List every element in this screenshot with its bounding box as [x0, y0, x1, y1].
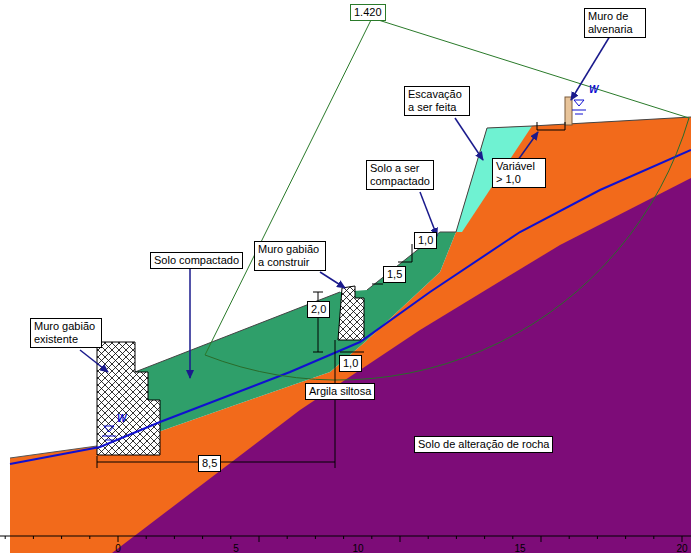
callout-text: 1,0: [418, 234, 433, 247]
callout-text: 8,5: [202, 457, 217, 470]
callout-box: 1.420: [350, 4, 386, 21]
water-symbol: [102, 426, 116, 440]
masonry-wall: [565, 97, 572, 125]
callout-box: 2,0: [307, 301, 330, 318]
callout-box: Solo a ser compactado: [366, 160, 434, 190]
callout-box: Solo de alteração de rocha: [414, 436, 553, 453]
callout-box: 1,0: [414, 232, 437, 249]
callout-text: 1,5: [387, 268, 402, 281]
axis: [0, 536, 691, 542]
callout-box: 1,0: [339, 355, 362, 372]
callout-box: Escavação a ser feita: [404, 86, 470, 116]
callout-text: Solo a ser compactado: [370, 162, 430, 188]
ground-line: [135, 292, 340, 372]
leader-arrows: [80, 36, 610, 378]
callout-box: Argila siltosa: [305, 383, 375, 400]
slip-circle: [205, 118, 689, 380]
callout-text: Argila siltosa: [309, 385, 371, 398]
gabion-new: [338, 286, 364, 340]
callout-text: Escavação a ser feita: [408, 88, 466, 114]
gabion-existing: [97, 342, 160, 455]
callout-box: Muro gabião existente: [30, 318, 102, 348]
clay-layer: [10, 117, 691, 553]
callout-text: 2,0: [311, 303, 326, 316]
callout-text: Muro de alvenaria: [588, 10, 642, 36]
callout-text: 1.420: [354, 6, 382, 19]
ground-line: [367, 117, 691, 290]
weathered-rock: [112, 178, 691, 553]
water-mark: W: [117, 413, 126, 424]
axis-number: 10: [352, 543, 363, 553]
callout-box: Muro de alvenaria: [584, 8, 646, 38]
callout-box: 1,5: [383, 266, 406, 283]
slip-radius: [205, 18, 689, 355]
callout-text: Muro gabião a construir: [258, 243, 322, 269]
callout-box: 8,5: [198, 455, 221, 472]
callout-box: Solo compactado: [150, 252, 243, 269]
axis-number: 15: [514, 543, 525, 553]
callout-text: 1,0: [343, 357, 358, 370]
axis-number: 5: [233, 543, 239, 553]
axis-number: 0: [115, 543, 121, 553]
callout-text: Variável > 1,0: [496, 160, 542, 186]
callout-text: Solo compactado: [154, 254, 239, 267]
water-mark: W: [589, 84, 598, 95]
water-symbol: [572, 100, 586, 114]
callout-text: Muro gabião existente: [34, 320, 98, 346]
callout-text: Solo de alteração de rocha: [418, 438, 549, 451]
axis-number: 20: [676, 543, 687, 553]
callout-box: Variável > 1,0: [492, 158, 546, 188]
dimension-lines: [97, 122, 565, 468]
water-table: [10, 150, 691, 464]
callout-box: Muro gabião a construir: [254, 241, 326, 271]
